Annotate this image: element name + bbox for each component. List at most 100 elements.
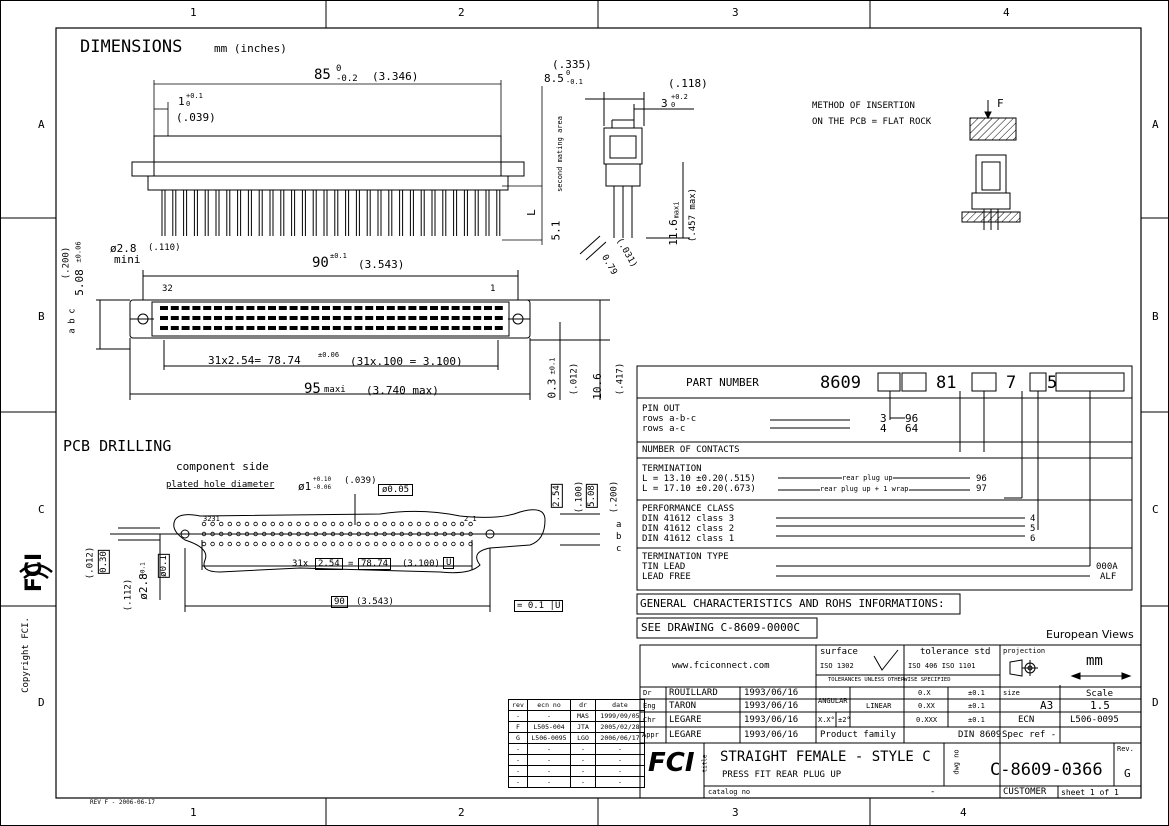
dim-90: 90 xyxy=(312,255,329,271)
dim-5-08-tol: ±0.06 xyxy=(74,241,83,263)
contact-cavity xyxy=(376,316,384,320)
pcb-hole xyxy=(382,521,387,527)
size-label: size xyxy=(1003,689,1020,697)
pcb-row-c: c xyxy=(616,544,622,554)
pcb-0-30: 0.30 xyxy=(97,550,110,574)
col-label-bottom-4: 4 xyxy=(960,806,967,819)
pcb-hole xyxy=(416,531,422,537)
contact-cavity xyxy=(192,326,201,330)
contact-cavity xyxy=(462,326,471,330)
dim-95-maxi: maxi xyxy=(324,385,346,395)
contact-cavity xyxy=(214,316,222,320)
revision-header-cell: ecn no xyxy=(527,699,571,711)
dim-8-5-inch: (.335) xyxy=(552,58,592,71)
surface-iso1302: ISO 1302 xyxy=(820,662,854,670)
pcb-hole xyxy=(313,541,318,547)
pcb-phi-2-8: ø2.8 xyxy=(136,573,150,600)
tolerance-iso: ISO 406 ISO 1101 xyxy=(908,662,976,670)
pcb-drilling-title: PCB DRILLING xyxy=(63,437,172,455)
sheet-info: sheet 1 of 1 xyxy=(1061,788,1119,797)
revision-row: ---- xyxy=(508,765,645,777)
contact-cavity xyxy=(354,316,363,320)
contact-cavity xyxy=(192,306,201,310)
contact-cavity xyxy=(451,326,460,330)
contact-cavity xyxy=(365,316,374,320)
revision-row: ---- xyxy=(508,754,645,766)
drawing-subtitle: PRESS FIT REAR PLUG UP xyxy=(722,770,842,780)
pcb-hole xyxy=(218,531,224,537)
contact-cavity xyxy=(160,306,168,310)
pcb-hole xyxy=(451,521,456,527)
contact-cavity xyxy=(268,306,276,310)
pcb-hole xyxy=(253,531,258,537)
revision-cell: - xyxy=(570,765,596,777)
dim-phi-2-8-inch: (.110) xyxy=(148,243,181,253)
pcb-hole xyxy=(442,521,447,527)
dim-10-6: 10.6 xyxy=(590,373,604,400)
contact-cavity xyxy=(408,306,417,310)
person-date-eng: 1993/06/16 xyxy=(744,701,799,711)
num-contacts-heading: NUMBER OF CONTACTS xyxy=(642,445,740,455)
revision-row: ---- xyxy=(508,776,645,788)
product-family-value: DIN 8609 xyxy=(958,730,1002,740)
col-label-bottom-2: 2 xyxy=(458,806,465,819)
contact-cavity xyxy=(494,316,503,320)
contact-cavity xyxy=(473,316,482,320)
contact-cavity xyxy=(235,326,244,330)
tin-lead-label: TIN LEAD xyxy=(642,562,686,572)
pin-32-label: 32 xyxy=(162,284,173,294)
pinout-3: 3 xyxy=(880,412,887,425)
pcb-100-inch: (.100) xyxy=(574,480,585,514)
pcb-hole xyxy=(425,541,430,547)
rows-abc-label: rows a-b-c xyxy=(642,414,697,424)
dim-11-6-maxi: maxi xyxy=(672,201,681,219)
revision-cell: F xyxy=(508,721,528,733)
pcb-hole xyxy=(210,521,215,527)
dim-1-tol-bot: 0 xyxy=(186,100,191,108)
pcb-hole xyxy=(218,521,224,527)
pcb-hole xyxy=(468,531,473,537)
contact-cavity xyxy=(257,316,266,320)
pcb-hole xyxy=(330,521,336,527)
pinout-96: 96 xyxy=(905,412,919,425)
pinout-64: 64 xyxy=(905,422,919,435)
contact-cavity xyxy=(376,306,384,310)
dimensions-units: mm (inches) xyxy=(214,42,287,55)
termination-heading: TERMINATION xyxy=(642,464,702,474)
revision-cell: - xyxy=(570,743,596,755)
revision-cell: - xyxy=(527,710,571,722)
revision-cell: JTA xyxy=(570,721,596,733)
size-value: A3 xyxy=(1040,699,1054,712)
contact-cavity xyxy=(322,326,330,330)
pcb-datum-u: U xyxy=(443,557,455,569)
contact-cavity xyxy=(160,326,168,330)
revision-cell: 2006/06/17 xyxy=(595,732,645,744)
part-prefix: 8609 xyxy=(820,373,861,393)
person-name-eng: TARON xyxy=(669,701,697,711)
dim-0-3-tol: ±0.1 xyxy=(548,357,557,375)
row-label-a-right: A xyxy=(1152,118,1159,131)
pcb-hole xyxy=(451,531,456,537)
pcb-200-inch: (.200) xyxy=(609,480,620,514)
contact-cavity xyxy=(278,316,287,320)
pcb-phi-2-8-tol: +0.1 xyxy=(139,562,147,577)
revision-cell: L505-004 xyxy=(527,721,571,733)
pcb-hole xyxy=(459,541,465,547)
contact-cavity xyxy=(170,316,179,320)
contact-cavity xyxy=(494,326,503,330)
pcb-hole xyxy=(339,541,344,547)
contact-cavity xyxy=(311,306,320,310)
dim-85-tol-bot: -0.2 xyxy=(336,74,358,84)
pcb-hole xyxy=(201,521,207,527)
dim-3-tol-top: +0.2 xyxy=(671,93,688,101)
contact-cavity xyxy=(386,316,395,320)
contact-cavity xyxy=(386,306,395,310)
pcb-hole xyxy=(330,541,336,547)
revision-cell: - xyxy=(595,754,645,766)
pcb-flatness-datum: U xyxy=(554,601,561,611)
pcb-hole xyxy=(262,531,267,537)
rev-note: REV F - 2006-06-17 xyxy=(90,799,156,806)
contact-cavity xyxy=(494,306,503,310)
